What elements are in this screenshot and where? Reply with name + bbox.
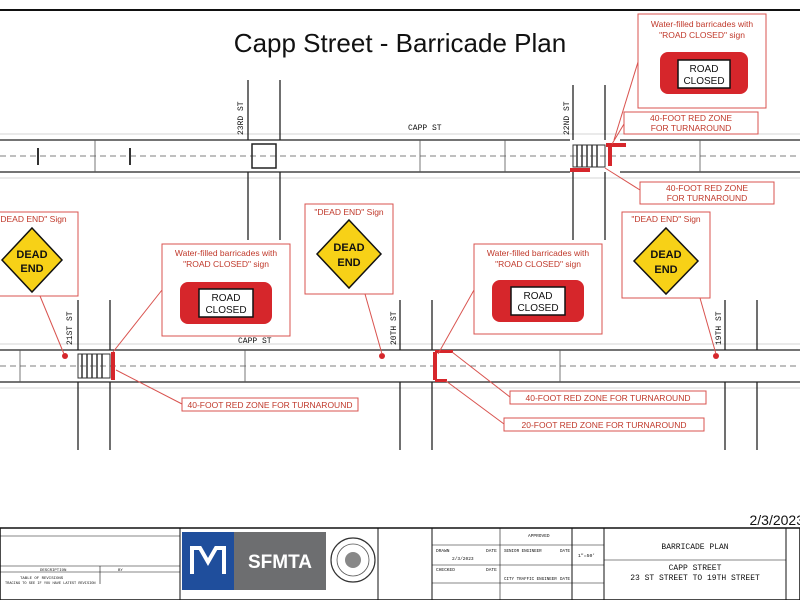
dead-end-sign-left-end: END (20, 263, 43, 275)
tb-by: BY (118, 569, 123, 573)
title-block: DESCRIPTION BY TABLE OF REVISIONS TRACIN… (0, 528, 800, 600)
tb-checked: CHECKED (436, 567, 455, 573)
tb-revisions-note: TRACING TO SEE IF YOU HAVE LATEST REVISI… (5, 582, 96, 586)
tb-senior-engineer: SENIOR ENGINEER (504, 550, 542, 554)
dead-end-callout-mid: "DEAD END" Sign DEAD END (305, 204, 393, 354)
red-zone-callout-22-bottom-line1: 40-FOOT RED ZONE (666, 183, 748, 193)
red-zone-callout-20-a: 40-FOOT RED ZONE FOR TURNAROUND (452, 352, 706, 404)
red-zone-callout-22-top: 40-FOOT RED ZONE FOR TURNAROUND (612, 112, 758, 144)
red-zone-callout-21-label: 40-FOOT RED ZONE FOR TURNAROUND (188, 400, 353, 410)
road-closed-sign-road: ROAD (524, 291, 553, 302)
sfmta-logo-text: SFMTA (248, 552, 312, 573)
red-zone-callout-22-bottom-line2: FOR TURNAROUND (667, 193, 748, 203)
capp-st-label-lower: CAPP ST (238, 337, 272, 346)
red-zone-callout-22-top-line2: FOR TURNAROUND (651, 123, 732, 133)
tb-drawn: DRAWN (436, 548, 450, 554)
road-closed-sign-road: ROAD (212, 293, 241, 304)
tb-city-date-label: DATE (560, 578, 571, 582)
capp-st-label-upper: CAPP ST (408, 124, 442, 133)
tb-street-line2: 23 ST STREET TO 19TH STREET (630, 574, 760, 583)
20th-st-label: 20TH ST (390, 311, 399, 345)
barricade-callout-mid1-line1: Water-filled barricades with (175, 248, 277, 258)
22nd-st-label: 22ND ST (563, 101, 572, 135)
red-zone-callout-20-b: 20-FOOT RED ZONE FOR TURNAROUND (446, 381, 704, 431)
dead-end-sign-right-end: END (654, 264, 677, 276)
dead-end-sign-left-dead: DEAD (16, 249, 47, 261)
tb-approved: APPROVED (528, 533, 550, 539)
dead-end-callout-right-label: "DEAD END" Sign (631, 214, 701, 224)
23rd-st-label: 23RD ST (237, 101, 246, 135)
dead-end-sign-mid-dead: DEAD (333, 242, 364, 254)
tb-checked-date-label: DATE (486, 567, 497, 573)
red-zone-callout-20-a-label: 40-FOOT RED ZONE FOR TURNAROUND (526, 393, 691, 403)
tb-drawn-date-label: DATE (486, 548, 497, 554)
barricade-callout-mid1: Water-filled barricades with "ROAD CLOSE… (113, 244, 290, 352)
tb-street-line1: CAPP STREET (669, 564, 722, 573)
tb-sheet-title: BARRICADE PLAN (661, 543, 728, 552)
tb-city-traffic-engineer: CITY TRAFFIC ENGINEER (504, 578, 557, 582)
dead-end-sign-right-dead: DEAD (650, 249, 681, 261)
barricade-callout-mid2-line2: "ROAD CLOSED" sign (495, 259, 581, 269)
red-zone-callout-22-top-line1: 40-FOOT RED ZONE (650, 113, 732, 123)
red-zone-callout-21: 40-FOOT RED ZONE FOR TURNAROUND (116, 370, 358, 411)
barricade-callout-mid2: Water-filled barricades with "ROAD CLOSE… (438, 244, 602, 354)
road-closed-sign-road: ROAD (690, 64, 719, 75)
red-zone-callout-22-bottom: 40-FOOT RED ZONE FOR TURNAROUND (605, 168, 774, 204)
dead-end-callout-mid-label: "DEAD END" Sign (314, 207, 384, 217)
plan-date: 2/3/2023 (750, 512, 800, 528)
tb-revisions: TABLE OF REVISIONS (20, 577, 64, 581)
road-closed-sign-closed: CLOSED (205, 305, 246, 316)
barricade-callout-mid1-line2: "ROAD CLOSED" sign (183, 259, 269, 269)
red-zone-callout-20-b-label: 20-FOOT RED ZONE FOR TURNAROUND (522, 420, 687, 430)
tb-senior-date-label: DATE (560, 550, 571, 554)
tb-drawn-date: 2/3/2023 (452, 556, 474, 562)
dead-end-callout-left-label: "DEAD END" Sign (0, 214, 67, 224)
21st-st-label: 21ST ST (66, 311, 75, 345)
plan-title: Capp Street - Barricade Plan (0, 28, 800, 59)
barricade-callout-mid2-line1: Water-filled barricades with (487, 248, 589, 258)
road-closed-sign-closed: CLOSED (517, 303, 558, 314)
tb-scale: 1"=50' (578, 553, 595, 559)
dead-end-sign-mid-end: END (337, 257, 360, 269)
road-closed-sign-closed: CLOSED (683, 76, 724, 87)
tb-description: DESCRIPTION (40, 569, 67, 573)
19th-st-label: 19TH ST (715, 311, 724, 345)
dead-end-callout-right: "DEAD END" Sign DEAD END (622, 212, 716, 354)
